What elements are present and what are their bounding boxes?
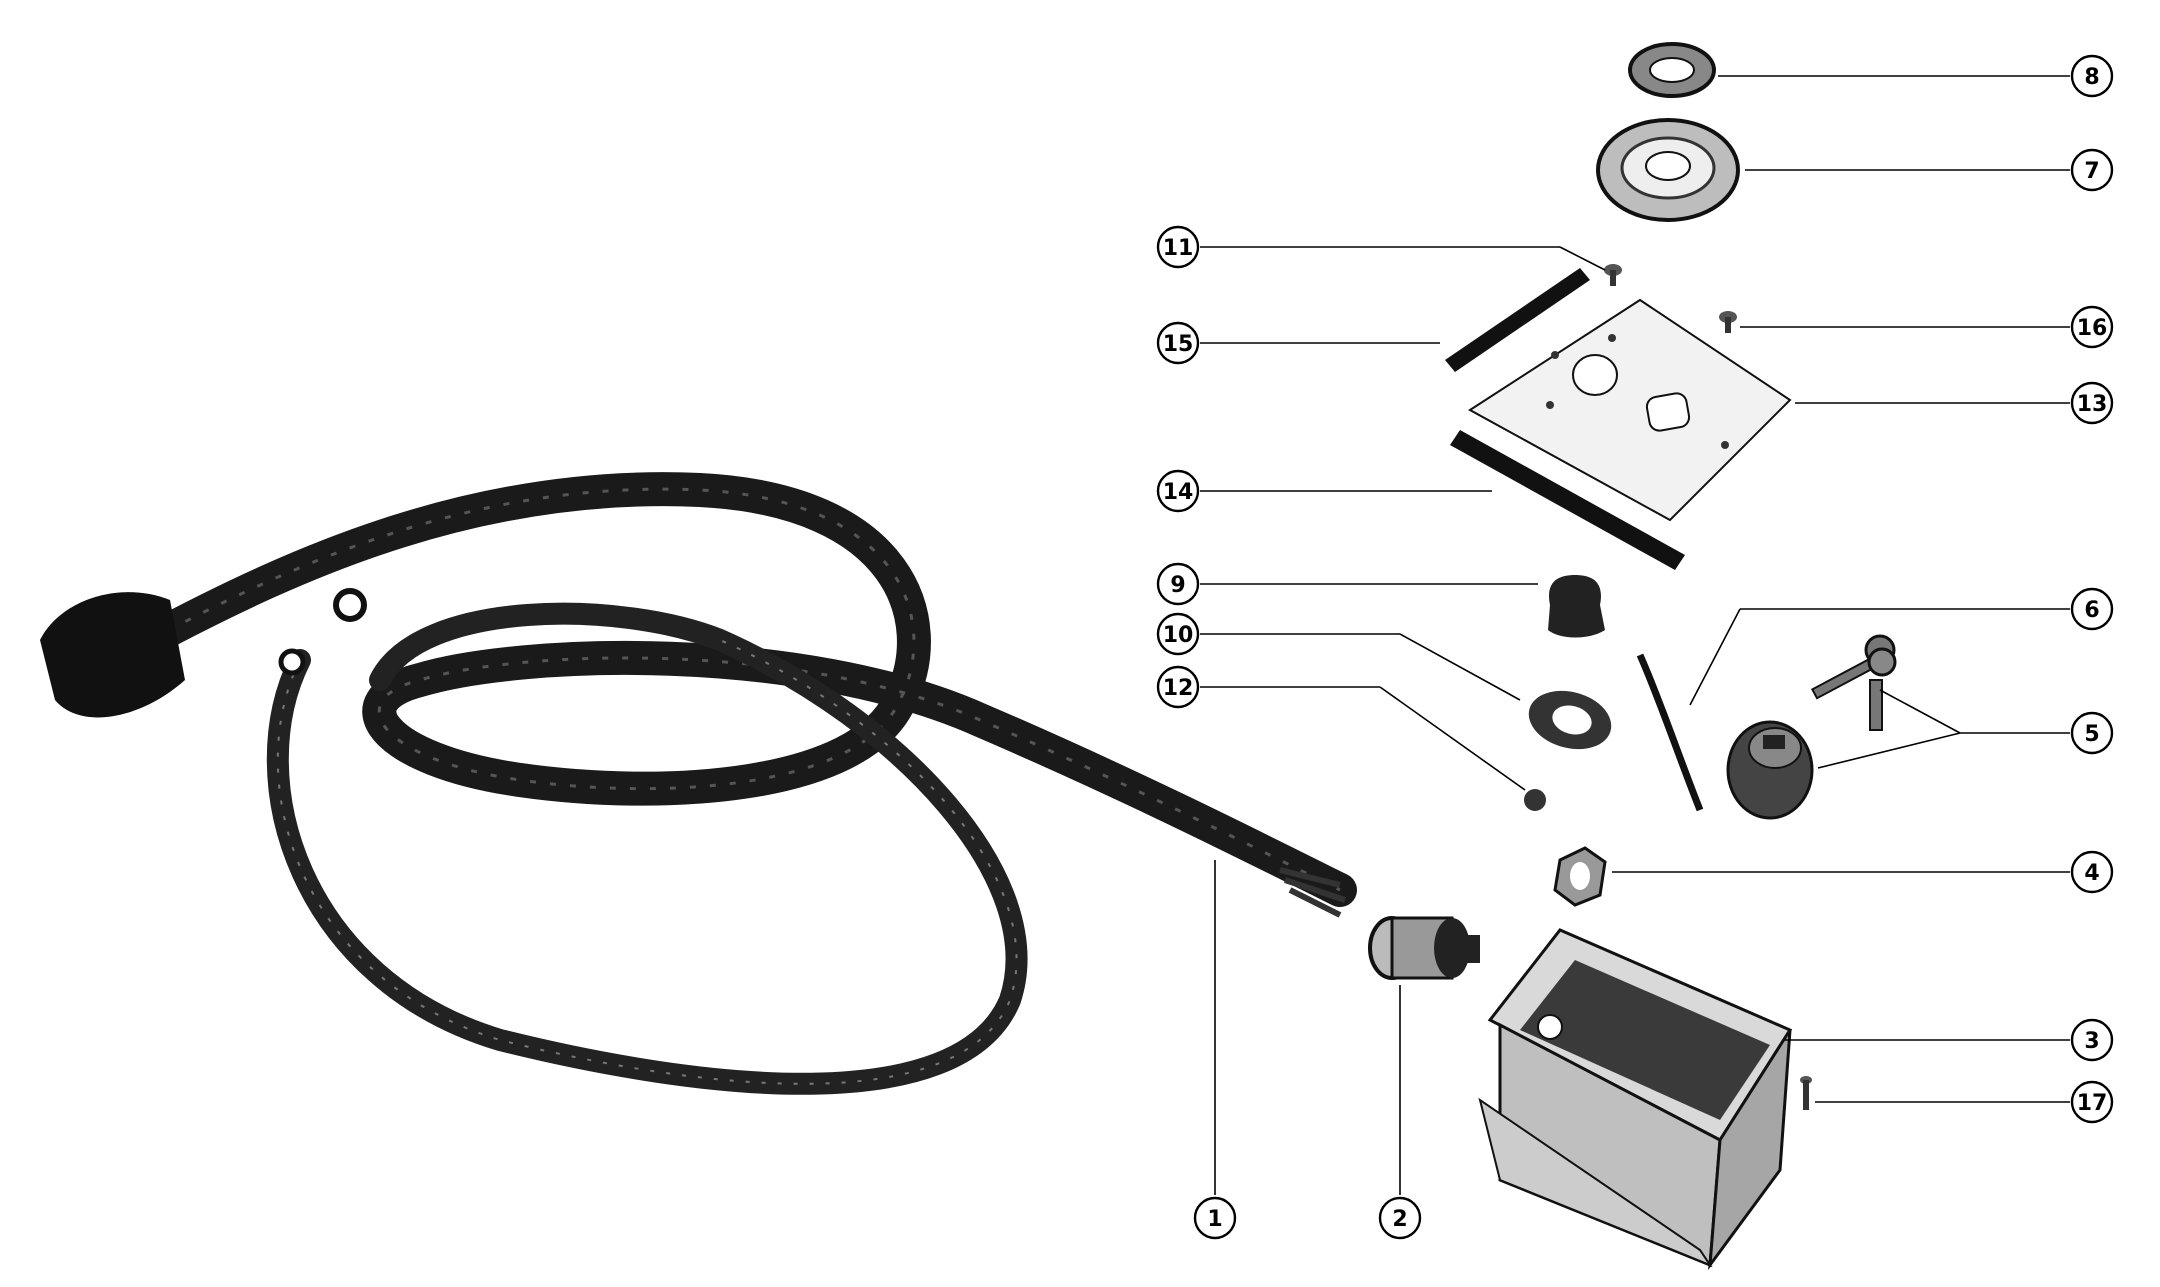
part-10-gasket [1528, 690, 1612, 750]
part-2-connector [1368, 916, 1480, 980]
svg-text:2: 2 [1392, 1207, 1407, 1232]
callout-17: 17 [2070, 1080, 2114, 1124]
svg-text:9: 9 [1170, 573, 1185, 598]
callout-1: 1 [1193, 1196, 1237, 1240]
keys [1810, 634, 1897, 731]
callout-3: 3 [2070, 1018, 2114, 1062]
svg-text:14: 14 [1163, 480, 1194, 505]
svg-text:11: 11 [1163, 236, 1194, 261]
svg-text:5: 5 [2084, 722, 2099, 747]
svg-text:12: 12 [1163, 676, 1194, 701]
svg-text:3: 3 [2084, 1029, 2099, 1054]
svg-text:7: 7 [2084, 159, 2099, 184]
part-12-nut [1524, 789, 1546, 811]
part-8-ring-nut [1628, 42, 1716, 98]
svg-text:8: 8 [2084, 65, 2099, 90]
callout-16: 16 [2070, 305, 2114, 349]
svg-text:13: 13 [2077, 392, 2108, 417]
callout-9: 9 [1156, 562, 1200, 606]
svg-text:16: 16 [2077, 316, 2108, 341]
svg-text:15: 15 [1163, 332, 1194, 357]
callout-2: 2 [1378, 1196, 1422, 1240]
callout-8: 8 [2070, 54, 2114, 98]
callout-7: 7 [2070, 148, 2114, 192]
callout-5: 5 [2070, 711, 2114, 755]
callout-13: 13 [2070, 381, 2114, 425]
callout-10: 10 [1156, 612, 1200, 656]
callout-11: 11 [1156, 225, 1200, 269]
svg-text:1: 1 [1207, 1207, 1222, 1232]
callout-15: 15 [1156, 321, 1200, 365]
part-13-plate [1468, 298, 1792, 522]
part-3-switch-box [1478, 928, 1793, 1271]
svg-text:6: 6 [2084, 598, 2099, 623]
part-16-screw [1719, 311, 1737, 333]
callout-6: 6 [2070, 587, 2114, 631]
part-4-nut [1553, 846, 1607, 907]
part-7-bezel [1596, 118, 1740, 222]
svg-text:10: 10 [1163, 623, 1194, 648]
leader-lines [1200, 75, 2070, 1195]
part-9-rubber-cap [1548, 575, 1605, 638]
part-11-screw [1604, 264, 1622, 286]
part-17-screw [1800, 1076, 1812, 1110]
svg-text:17: 17 [2077, 1091, 2108, 1116]
callout-12: 12 [1156, 665, 1200, 709]
part-5-ignition-switch [1726, 634, 1897, 820]
part-15-strip [1445, 268, 1590, 372]
part-14-strip [1450, 430, 1685, 570]
part-1-cable-harness [40, 472, 1357, 1095]
svg-text:4: 4 [2084, 861, 2099, 886]
part-6-wire [1636, 653, 1704, 812]
callout-14: 14 [1156, 469, 1200, 513]
callout-4: 4 [2070, 850, 2114, 894]
